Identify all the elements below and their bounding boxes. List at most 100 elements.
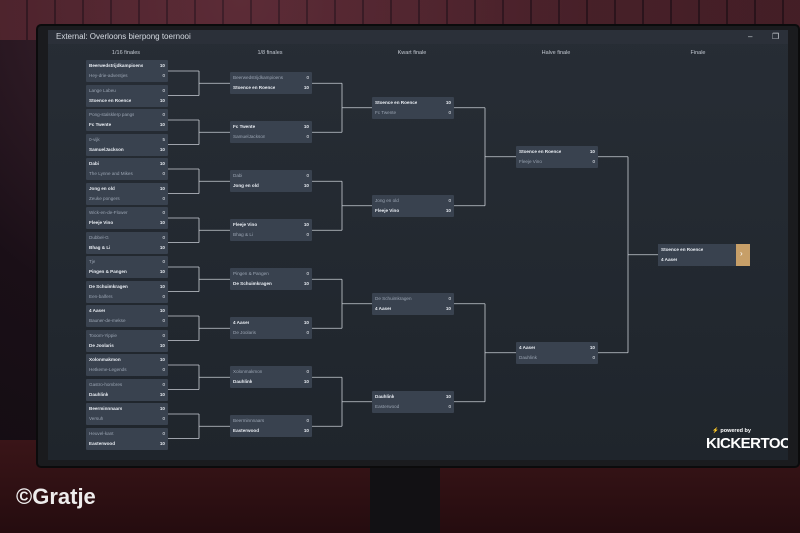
- team-name: Fc Twente: [233, 124, 256, 130]
- restore-icon[interactable]: ❐: [772, 32, 780, 41]
- team-name: Gastro-hombres: [89, 381, 123, 387]
- team-score: 0: [306, 75, 309, 81]
- team-name: Fc Twente: [89, 122, 112, 127]
- team-row: Jong en old 10: [89, 184, 165, 194]
- team-name: Dauhlink: [233, 379, 253, 385]
- team-name: 4 Aaser: [519, 344, 536, 350]
- team-name: Fleeje Vino: [233, 222, 258, 228]
- team-name: Jong en old: [89, 185, 115, 191]
- team-name: De Joolaris: [233, 330, 256, 336]
- team-name: Fleeje Vino: [375, 207, 400, 213]
- team-name: Pong-stalsklerp pangs: [89, 112, 135, 117]
- team-score: 10: [159, 308, 165, 313]
- team-name: Fleeje Vino: [519, 158, 542, 164]
- team-score: 10: [445, 393, 451, 399]
- team-score: 0: [162, 332, 165, 338]
- final-expand-button[interactable]: ›: [736, 243, 750, 266]
- team-row: 4 Aaser 10: [519, 343, 595, 353]
- round-label-r16: 1/16 finales: [111, 50, 141, 56]
- team-score: 0: [162, 318, 165, 323]
- team-name: Hetkeme-Legends: [89, 367, 127, 372]
- team-score: 10: [159, 146, 165, 152]
- team-name: Tooom-Yippie: [89, 332, 117, 338]
- team-score: 10: [303, 320, 309, 326]
- team-score: 0: [162, 87, 165, 93]
- team-score: 10: [159, 342, 165, 348]
- team-name: Beerminnnaars: [233, 418, 265, 424]
- team-score: 10: [159, 185, 165, 191]
- team-score: 10: [159, 63, 165, 68]
- team-score: 10: [589, 148, 595, 154]
- team-score: 10: [159, 122, 165, 127]
- team-score: 10: [159, 269, 165, 274]
- minimize-icon[interactable]: –: [748, 32, 753, 41]
- team-name: Hey-drie-adventjes: [89, 73, 128, 78]
- team-score: 0: [162, 381, 165, 387]
- team-score: 10: [589, 344, 595, 350]
- team-name: De Schuimkragen: [89, 283, 128, 289]
- final-match[interactable]: Stoence en Roence 4 Aaser: [658, 243, 736, 266]
- chevron-right-icon: ›: [740, 248, 743, 258]
- team-name: Jong en old: [375, 197, 399, 203]
- team-score: 10: [445, 99, 451, 105]
- team-score: 0: [162, 73, 165, 78]
- team-score: 10: [303, 183, 309, 189]
- team-name: 4 Aaser: [89, 308, 106, 313]
- team-name: De Schuimkragen: [233, 281, 272, 287]
- monitor-stand: [370, 462, 440, 533]
- team-name: Lange Labeu: [89, 87, 116, 93]
- team-row: Gastro-hombres 0: [89, 380, 165, 390]
